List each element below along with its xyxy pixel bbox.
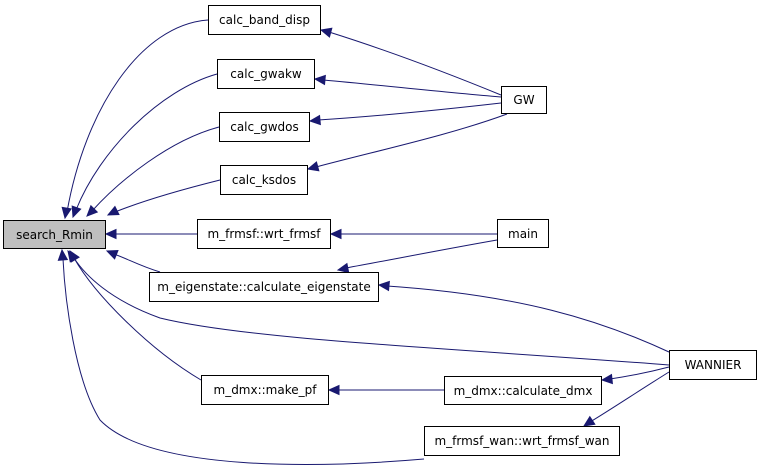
node-wrt-frmsf-wan[interactable]: m_frmsf_wan::wrt_frmsf_wan <box>424 426 620 456</box>
node-calculate-eigenstate[interactable]: m_eigenstate::calculate_eigenstate <box>149 272 379 302</box>
node-calc-ksdos[interactable]: calc_ksdos <box>220 165 308 195</box>
arrowhead-calculate-dmx <box>600 373 613 385</box>
arrowhead-wrt-frmsf <box>329 228 342 240</box>
node-calc-band-disp[interactable]: calc_band_disp <box>208 5 321 35</box>
arrowhead-calculate-eigenstate <box>377 280 390 292</box>
edge-calc-ksdos-to-search-rmin <box>114 179 221 213</box>
edge-wannier-to-wrt-frmsf-wan <box>589 371 670 423</box>
edge-calculate-eigenstate-to-search-rmin <box>113 253 161 273</box>
node-calculate-dmx[interactable]: m_dmx::calculate_dmx <box>444 376 602 405</box>
edge-gw-to-calc-ksdos <box>315 113 508 168</box>
arrowhead-calc-gwakw <box>313 74 326 86</box>
edge-wrt-frmsf-wan-to-search-rmin <box>62 258 425 465</box>
arrowhead-calc-band-disp <box>319 27 333 38</box>
edge-gw-to-calc-gwakw <box>322 79 502 98</box>
arrowhead-wrt-frmsf-wan <box>582 415 596 427</box>
arrowhead-calculate-eigenstate <box>336 262 350 274</box>
edge-wannier-to-calculate-eigenstate <box>386 285 670 353</box>
arrowhead-search-rmin <box>105 250 119 260</box>
arrowhead-calc-gwdos <box>308 114 321 126</box>
arrowhead-search-rmin <box>106 205 120 216</box>
edge-wannier-to-search-rmin <box>73 257 670 366</box>
node-make-pf[interactable]: m_dmx::make_pf <box>201 375 329 405</box>
edge-calc-gwdos-to-search-rmin <box>91 126 220 212</box>
node-wannier[interactable]: WANNIER <box>669 350 757 380</box>
node-gw[interactable]: GW <box>501 86 547 114</box>
arrowhead-search-rmin <box>67 250 79 263</box>
edge-wannier-to-calculate-dmx <box>609 366 670 380</box>
arrowhead-search-rmin <box>57 248 69 261</box>
node-calc-gwakw[interactable]: calc_gwakw <box>217 59 315 89</box>
edge-gw-to-calc-gwdos <box>317 102 502 121</box>
edge-main-to-calculate-eigenstate <box>345 239 498 269</box>
edge-calc-band-disp-to-search-rmin <box>66 19 209 213</box>
node-main[interactable]: main <box>497 219 549 248</box>
node-search-rmin: search_Rmin <box>3 220 106 249</box>
arrowhead-search-rmin <box>71 205 82 219</box>
arrowhead-search-rmin <box>86 204 99 217</box>
edge-gw-to-calc-band-disp <box>328 31 502 96</box>
arrowhead-make-pf <box>327 384 340 396</box>
node-wrt-frmsf[interactable]: m_frmsf::wrt_frmsf <box>197 219 331 249</box>
edge-calc-gwakw-to-search-rmin <box>75 73 218 211</box>
edge-make-pf-to-search-rmin <box>73 257 202 381</box>
arrowhead-search-rmin <box>104 228 117 240</box>
node-calc-gwdos[interactable]: calc_gwdos <box>219 112 310 142</box>
arrowhead-calc-ksdos <box>306 161 320 172</box>
arrowhead-search-rmin <box>61 206 72 220</box>
